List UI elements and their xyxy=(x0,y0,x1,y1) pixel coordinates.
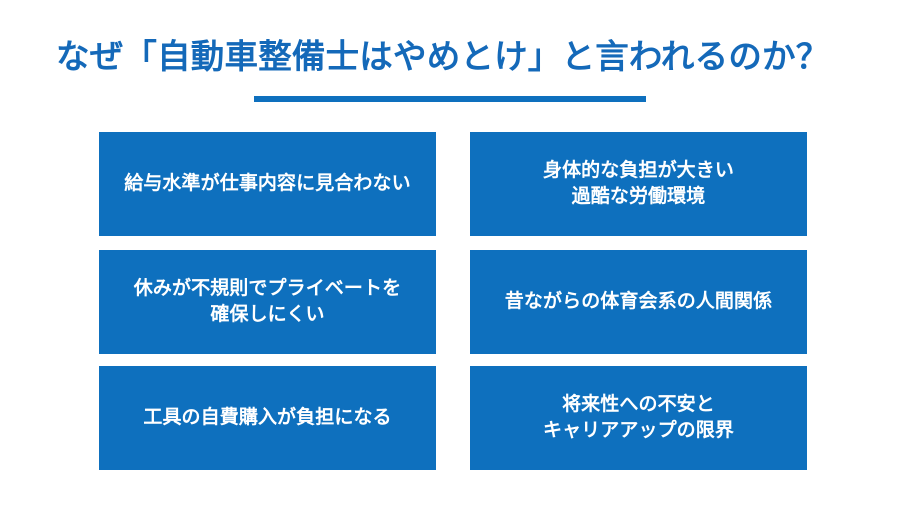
reason-card-relations[interactable]: 昔ながらの体育会系の人間関係 xyxy=(470,250,807,354)
reason-card-salary[interactable]: 給与水準が仕事内容に見合わない xyxy=(99,132,436,236)
reason-card-label: 身体的な負担が大きい 過酷な労働環境 xyxy=(542,159,734,207)
reason-card-label: 工具の自費購入が負担になる xyxy=(143,406,392,429)
reason-card-label: 昔ながらの体育会系の人間関係 xyxy=(504,290,773,313)
reason-card-physical[interactable]: 身体的な負担が大きい 過酷な労働環境 xyxy=(470,132,807,236)
page-title: なぜ「自動車整備士はやめとけ」と言われるのか？ xyxy=(56,37,830,76)
title-block: なぜ「自動車整備士はやめとけ」と言われるのか？ xyxy=(0,28,900,90)
reason-card-label: 将来性への不安と キャリアアップの限界 xyxy=(542,393,734,441)
title-underline-bar xyxy=(254,96,646,102)
reason-card-schedule[interactable]: 休みが不規則でプライベートを 確保しにくい xyxy=(99,250,436,354)
reason-card-tools[interactable]: 工具の自費購入が負担になる xyxy=(99,366,436,470)
reason-card-label: 休みが不規則でプライベートを 確保しにくい xyxy=(133,277,402,325)
reason-grid: 給与水準が仕事内容に見合わない 身体的な負担が大きい 過酷な労働環境 休みが不規… xyxy=(99,132,807,470)
reason-card-career[interactable]: 将来性への不安と キャリアアップの限界 xyxy=(470,366,807,470)
reason-card-label: 給与水準が仕事内容に見合わない xyxy=(124,172,411,195)
